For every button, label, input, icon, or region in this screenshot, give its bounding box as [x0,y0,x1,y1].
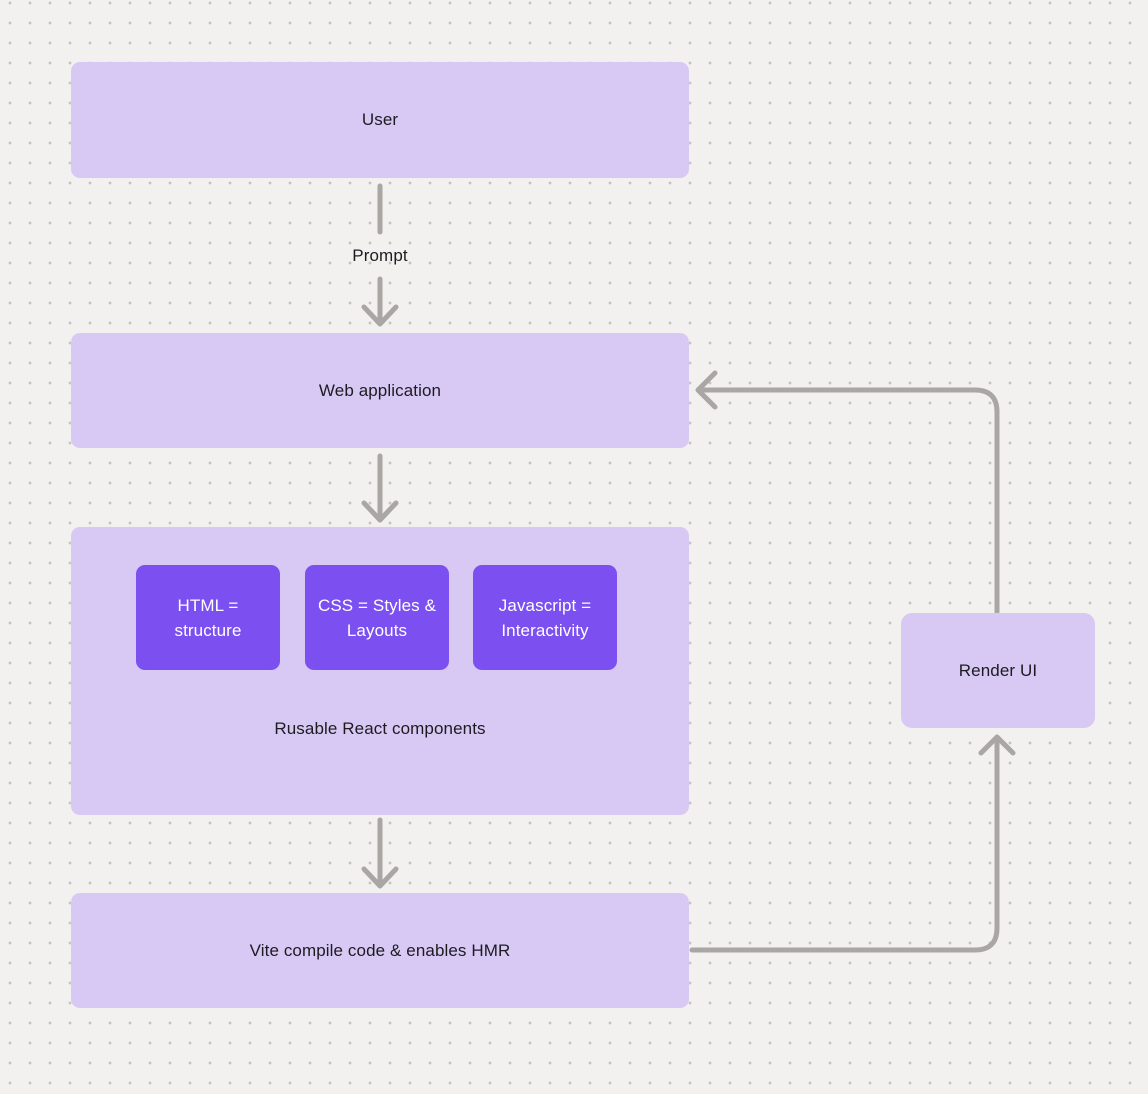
node-user[interactable]: User [71,62,689,178]
node-vite-compile[interactable]: Vite compile code & enables HMR [71,893,689,1008]
edge-webapp-to-components-arrow [361,453,399,523]
node-react-components-group[interactable]: HTML = structure CSS = Styles & Layouts … [71,527,689,815]
node-render-ui[interactable]: Render UI [901,613,1095,728]
node-vite-compile-label: Vite compile code & enables HMR [249,940,511,960]
node-render-ui-label: Render UI [958,660,1038,680]
node-html-structure-label: HTML = structure [174,595,242,640]
edge-vite-to-renderui-arrow [689,734,1016,953]
node-css-styles[interactable]: CSS = Styles & Layouts [305,565,449,670]
node-web-application-label: Web application [318,380,442,400]
edge-components-to-vite-arrow [361,817,399,889]
edge-renderui-to-webapp-arrow [695,370,1000,615]
node-javascript-interactivity[interactable]: Javascript = Interactivity [473,565,617,670]
edge-label-prompt: Prompt [352,246,408,265]
node-react-components-group-label: Rusable React components [274,719,486,738]
node-user-label: User [361,110,399,129]
node-html-structure[interactable]: HTML = structure [136,565,280,670]
node-css-styles-label: CSS = Styles & Layouts [317,595,437,640]
node-javascript-interactivity-label: Javascript = Interactivity [498,595,592,640]
node-web-application[interactable]: Web application [71,333,689,448]
